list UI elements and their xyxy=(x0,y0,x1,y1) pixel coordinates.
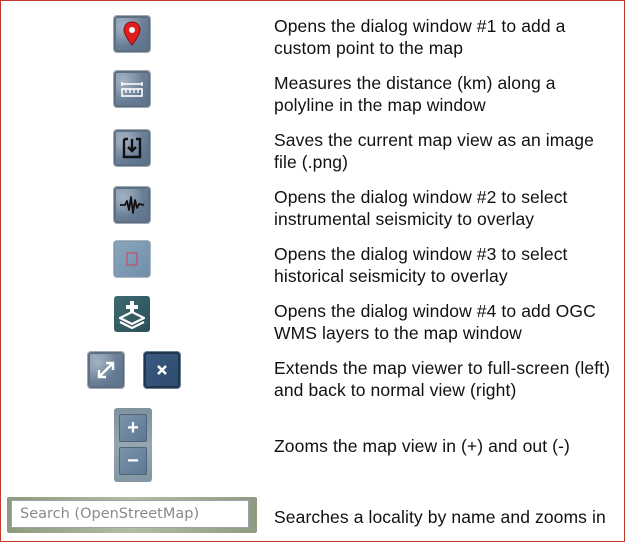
legend-description: Opens the dialog window #1 to add a cust… xyxy=(274,16,566,58)
download-icon xyxy=(122,137,142,159)
normal-view-button[interactable] xyxy=(144,352,180,388)
add-point-button[interactable] xyxy=(114,16,150,52)
zoom-in-button[interactable]: + xyxy=(119,414,147,442)
ruler-icon xyxy=(121,82,143,97)
seismogram-icon xyxy=(120,196,145,214)
instrumental-seismicity-button[interactable] xyxy=(114,187,150,223)
search-input[interactable] xyxy=(11,500,249,528)
zoom-out-button[interactable]: − xyxy=(119,447,147,475)
search-control xyxy=(7,497,257,533)
legend-description: Zooms the map view in (+) and out (-) xyxy=(274,436,570,456)
layers-plus-icon xyxy=(118,301,146,329)
legend-description: Extends the map viewer to full-screen (l… xyxy=(274,358,611,400)
square-outline-icon xyxy=(126,252,138,266)
fullscreen-button[interactable] xyxy=(88,352,124,388)
legend-description: Saves the current map view as an image f… xyxy=(274,130,594,172)
legend-description: Opens the dialog window #2 to select ins… xyxy=(274,187,568,229)
zoom-control: + − xyxy=(114,408,152,482)
expand-icon xyxy=(97,361,115,379)
add-wms-layers-button[interactable] xyxy=(114,296,150,332)
measure-distance-button[interactable] xyxy=(114,71,150,107)
historical-seismicity-button[interactable] xyxy=(114,241,150,277)
save-image-button[interactable] xyxy=(114,130,150,166)
map-marker-icon xyxy=(123,21,141,46)
legend-description: Searches a locality by name and zooms in xyxy=(274,507,606,527)
legend-description: Opens the dialog window #4 to add OGC WM… xyxy=(274,301,596,343)
legend-description: Opens the dialog window #3 to select his… xyxy=(274,244,568,286)
legend-description: Measures the distance (km) along a polyl… xyxy=(274,73,556,115)
close-icon xyxy=(157,365,167,375)
